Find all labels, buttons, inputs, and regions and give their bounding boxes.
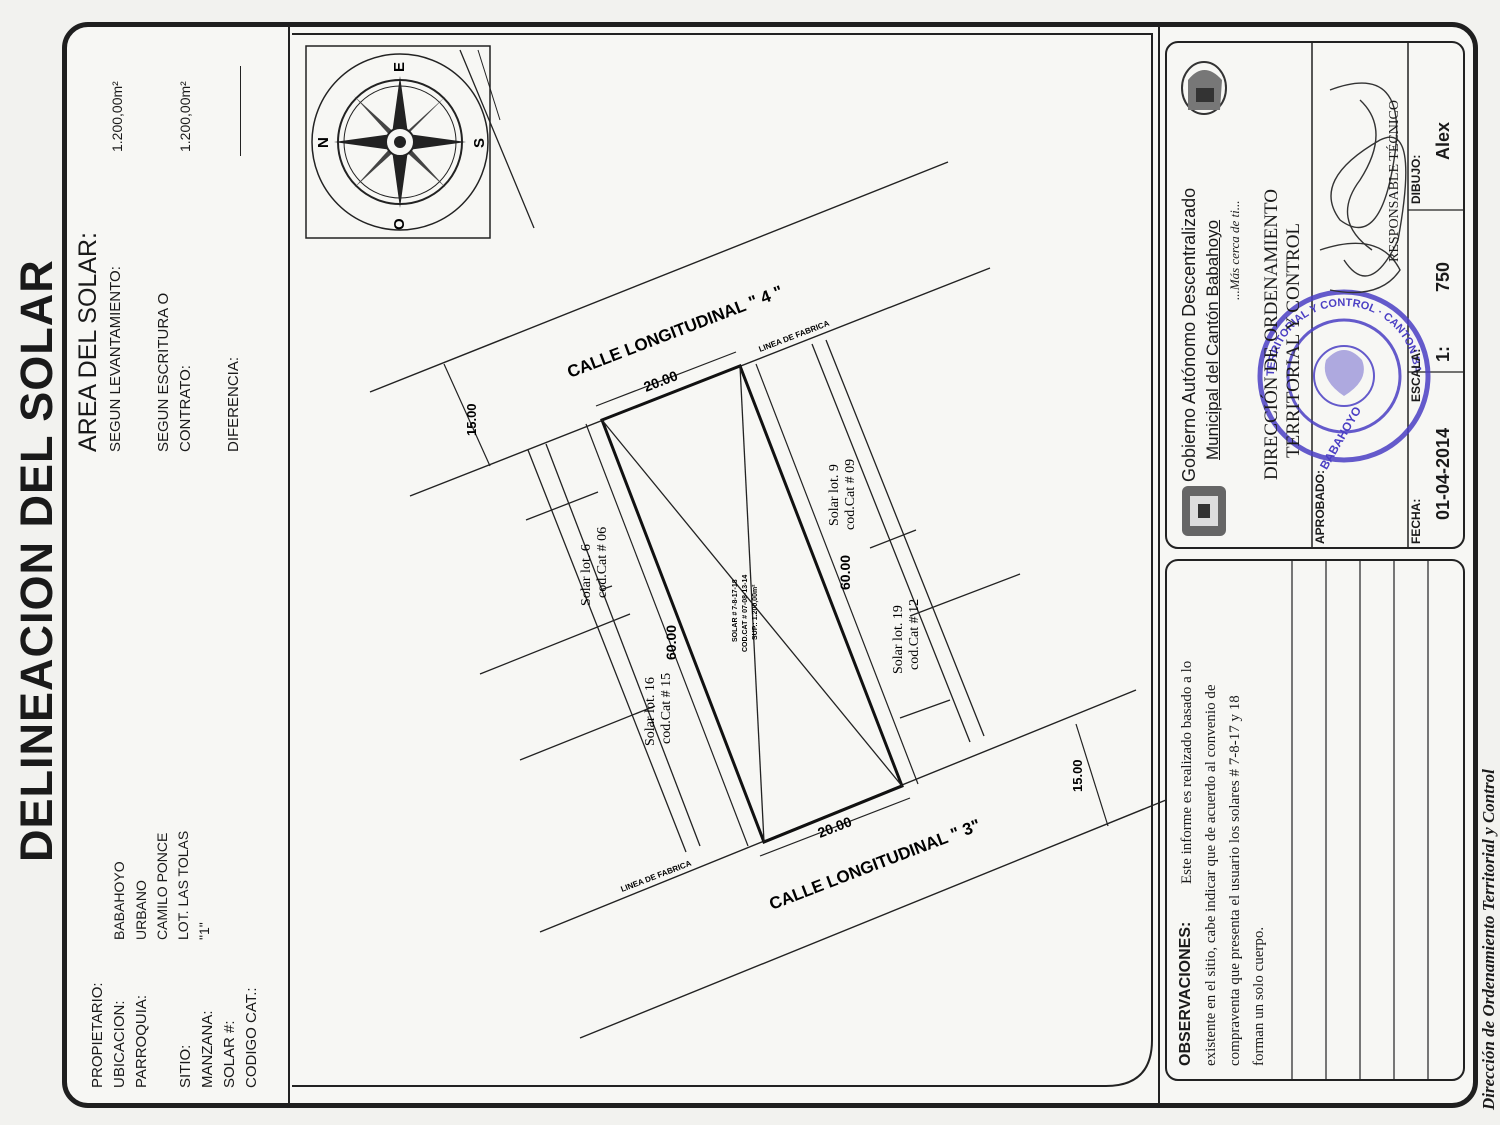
institution-box: [1165, 41, 1465, 549]
responsible-label: RESPONSABLE TÉCNICO: [1387, 100, 1402, 262]
solar-polygon: [600, 364, 904, 844]
institution-name-2: Municipal del Cantón Babahoyo: [1203, 219, 1222, 460]
observations-box: [1165, 559, 1465, 1081]
scale-value-2: 750: [1433, 261, 1453, 292]
signature: [1319, 82, 1407, 294]
neighbor-19-line2: cod.Cat # 12: [907, 599, 922, 670]
observations-label: OBSERVACIONES:: [1177, 921, 1194, 1066]
street-bottom-label: CALLE LONGITUDINAL " 3": [767, 816, 983, 914]
compass-n: N: [315, 137, 332, 148]
observations-line-2: existente en el sitio, cabe indicar que …: [1203, 684, 1219, 1066]
date-label: FECHA:: [1409, 498, 1423, 544]
drawing-frame: [292, 33, 1153, 1087]
footer-note: Dirección de Ordenamiento Territorial y …: [1479, 769, 1498, 1110]
institution-name-1: Gobierno Autónomo Descentralizado: [1179, 187, 1199, 482]
compass-o: O: [391, 218, 408, 230]
line-top-label: LINEA DE FABRICA: [757, 319, 830, 354]
neighbor-9-line2: cod.Cat # 09: [843, 459, 858, 530]
observations-line-1: Este informe es realizado basado a lo: [1179, 660, 1195, 884]
drawing-label: DIBUJO:: [1409, 154, 1423, 204]
observations-line-3: compraventa que presenta el usuario los …: [1227, 695, 1243, 1066]
neighbor-16-line2: cod.Cat # 15: [659, 673, 674, 744]
drawing-value: Alex: [1433, 121, 1453, 160]
street-top-label: CALLE LONGITUDINAL " 4 ": [565, 282, 786, 382]
document-frame: [62, 22, 1478, 1108]
neighbor-9-line1: Solar lot. 9: [827, 464, 842, 526]
crest-icon-bottom: [1182, 486, 1226, 536]
department-line-1: DIRECCIÓN DE ORDENAMIENTO: [1261, 189, 1282, 480]
dimension-lines: [443, 351, 1109, 857]
left-panel-divider: [288, 26, 290, 1104]
compass-icon: [305, 45, 535, 239]
date-value: 01-04-2014: [1433, 427, 1453, 520]
neighbor-19-line1: Solar lot. 19: [891, 605, 906, 674]
center-line2: COD.CAT # 07-08-13-14: [742, 575, 749, 652]
neighbor-6-line2: cod.Cat # 06: [595, 527, 610, 598]
neighbor-6-line1: Solar lot. 6: [579, 544, 594, 606]
neighbor-16-line1: Solar lot. 16: [643, 677, 658, 746]
observations-line-4: forman un solo cuerpo.: [1251, 926, 1267, 1066]
institution-motto: ...Más cerca de ti...: [1227, 200, 1242, 300]
scale-value-1: 1:: [1433, 345, 1453, 362]
dim-street-bottom: 15.00: [1070, 759, 1085, 792]
line-bottom-label: LINEA DE FABRICA: [619, 859, 692, 894]
approved-label: APROBADO:: [1313, 470, 1327, 544]
department-line-2: TERRITORIAL Y CONTROL: [1283, 222, 1304, 458]
compass-s: S: [471, 138, 488, 148]
scale-label: ESCALA:: [1409, 348, 1423, 402]
difference-blank: [240, 66, 241, 156]
dim-length-right: 60.00: [837, 555, 853, 590]
right-panel-divider: [1158, 26, 1160, 1104]
dim-street-top: 15.00: [464, 403, 479, 436]
dim-length-left: 60.00: [663, 625, 679, 660]
crest-icon-top: [1181, 61, 1227, 115]
center-line3: SUP.: 1.200,00m²: [752, 584, 759, 640]
compass-e: E: [391, 62, 408, 72]
center-line1: SOLAR # 7-8-17-18: [732, 579, 739, 642]
neighbor-lot-lines: [479, 339, 1021, 853]
